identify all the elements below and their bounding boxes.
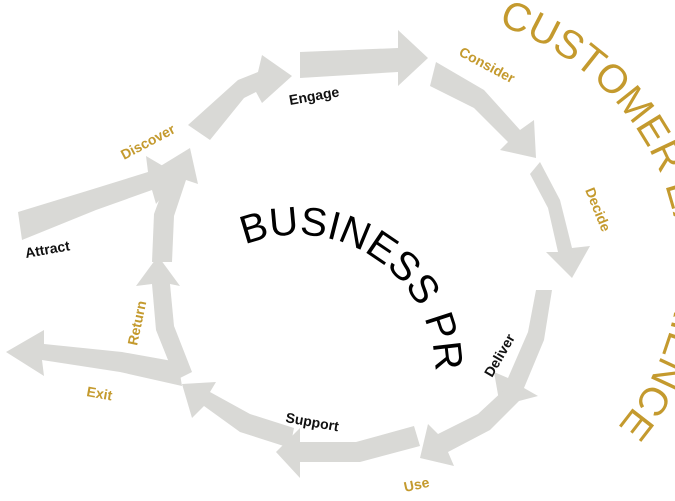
arrow-left-upper — [152, 148, 198, 262]
stage-label-discover: Discover — [118, 120, 178, 162]
arrow-decide-deliver — [530, 162, 590, 278]
stage-label-return: Return — [124, 299, 149, 346]
arrow-discover-engage — [188, 55, 292, 140]
arrow-use-support — [420, 388, 522, 466]
arrow-exit — [6, 330, 182, 386]
arrow-bottom-left — [182, 382, 294, 448]
arrow-support-bottom — [276, 426, 420, 478]
stage-label-attract: Attract — [24, 237, 72, 261]
stage-label-exit: Exit — [85, 383, 113, 403]
stage-label-decide: Decide — [582, 185, 614, 234]
stage-label-use: Use — [402, 474, 431, 495]
arrow-return — [136, 256, 192, 380]
arrow-engage-consider — [300, 30, 428, 86]
stage-label-engage: Engage — [288, 83, 341, 108]
arrow-attract — [18, 156, 180, 240]
cycle-arrows — [6, 30, 590, 478]
arrow-consider-decide — [430, 62, 536, 158]
arrow-deliver-use — [494, 290, 552, 406]
